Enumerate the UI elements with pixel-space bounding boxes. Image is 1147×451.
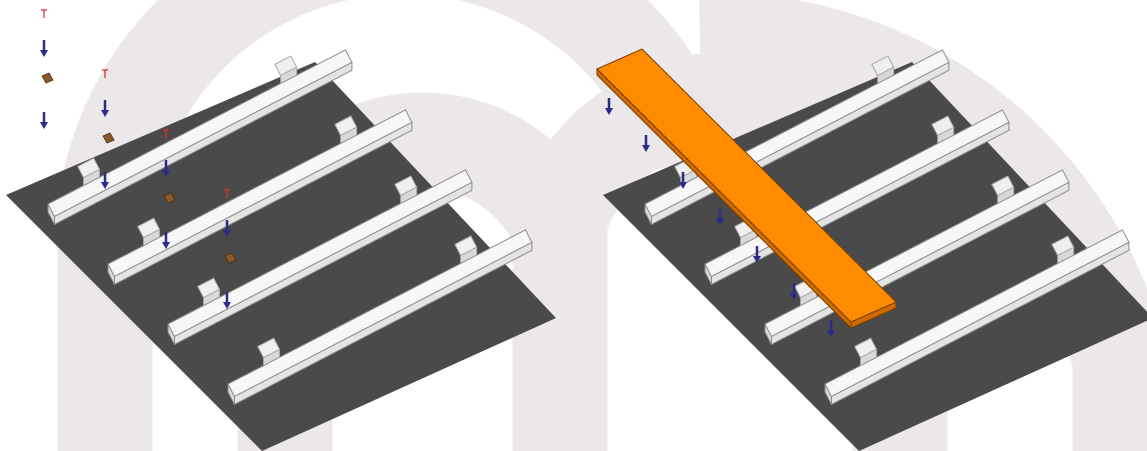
down-arrow-icon	[223, 220, 231, 237]
block-top-face	[394, 175, 418, 197]
down-arrow-icon	[162, 232, 170, 249]
block-top-face	[1051, 235, 1075, 257]
rail-beam	[824, 229, 1130, 406]
block-top-face	[334, 115, 358, 137]
fastener-icon	[224, 252, 237, 264]
marker-tag-icon	[41, 9, 47, 18]
fastener-icon	[102, 132, 115, 144]
plank-top-face	[596, 48, 897, 323]
block-top-face	[257, 337, 281, 359]
down-arrow-icon	[101, 172, 109, 189]
block-top-face	[854, 337, 878, 359]
down-arrow-icon	[790, 283, 798, 300]
fastener-icon	[163, 192, 176, 204]
block-top-face	[274, 55, 298, 77]
rail-top-face	[107, 109, 413, 278]
block-top-face	[991, 175, 1015, 197]
rail-top-face	[824, 229, 1130, 398]
down-arrow-icon	[223, 292, 231, 309]
marker-tag-icon	[102, 69, 108, 78]
marker-tag-icon	[163, 129, 169, 138]
down-arrow-icon	[101, 100, 109, 117]
down-arrow-icon	[716, 209, 724, 226]
down-arrow-icon	[679, 172, 687, 189]
down-arrow-icon	[40, 112, 48, 129]
fastener-icon	[41, 72, 54, 84]
rail-top-face	[47, 49, 353, 218]
marker-tag-icon	[224, 189, 230, 198]
down-arrow-icon	[753, 246, 761, 263]
block-top-face	[197, 277, 221, 299]
block-top-face	[454, 235, 478, 257]
rail-beam	[107, 109, 413, 286]
left-assembly-panel	[6, 9, 556, 451]
rail-top-face	[167, 169, 473, 338]
down-arrow-icon	[605, 98, 613, 115]
block-top-face	[77, 157, 101, 179]
right-assembly-panel	[596, 48, 1147, 451]
block-top-face	[137, 217, 161, 239]
down-arrow-icon	[642, 135, 650, 152]
down-arrow-icon	[40, 40, 48, 57]
down-arrow-icon	[162, 160, 170, 177]
down-arrow-icon	[827, 320, 835, 337]
orange-plank	[596, 48, 897, 330]
block-top-face	[931, 115, 955, 137]
rail-top-face	[227, 229, 533, 398]
rail-beam	[167, 169, 473, 346]
rail-beam	[47, 49, 353, 226]
block-top-face	[871, 55, 895, 77]
rail-beam	[227, 229, 533, 406]
